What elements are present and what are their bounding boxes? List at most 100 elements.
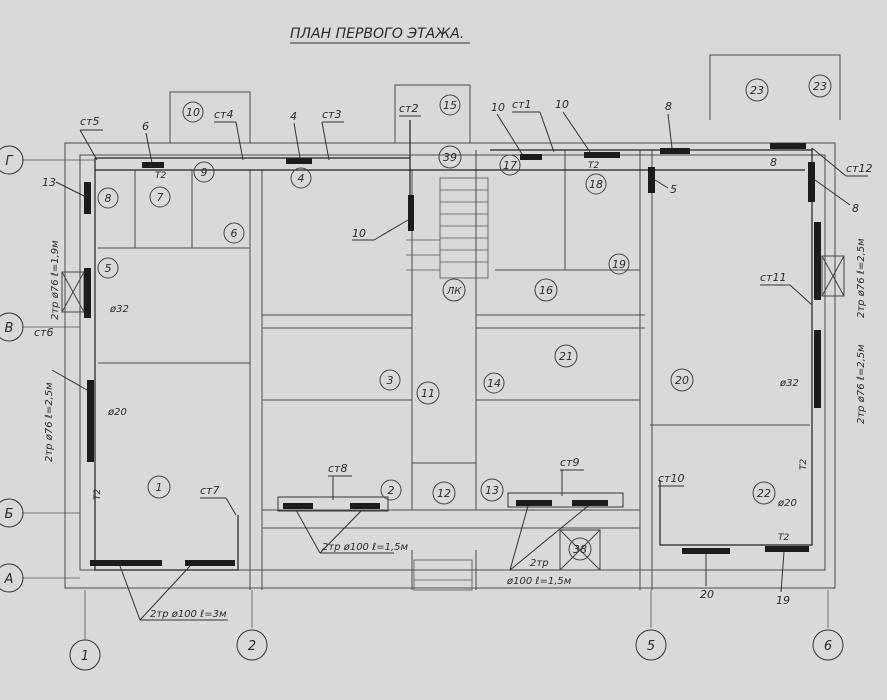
room-2: 2 bbox=[380, 479, 402, 501]
sections-10-stair: 10 bbox=[352, 227, 366, 240]
svg-text:15: 15 bbox=[443, 99, 457, 112]
sections-19: 19 bbox=[776, 594, 790, 607]
room-8: 8 bbox=[97, 187, 119, 209]
spec-room2: 2тр ø100 ℓ=1,5м bbox=[322, 542, 409, 553]
spec-room1: 2тр ø100 ℓ=3м bbox=[150, 609, 227, 620]
room-3: 3 bbox=[379, 369, 401, 391]
room-14: 14 bbox=[483, 372, 505, 394]
room-markers: 10 15 23 23 39 17 18 7 8 9 4 6 5 19 ЛК 1… bbox=[97, 74, 832, 561]
radiator-5 bbox=[648, 167, 655, 193]
room-13: 13 bbox=[480, 478, 504, 502]
riser-st7: ст7 bbox=[200, 484, 219, 497]
room-4: 4 bbox=[290, 167, 312, 189]
sections-6: 6 bbox=[142, 120, 149, 133]
vent-shafts bbox=[61, 255, 845, 571]
axis-label-1: 1 bbox=[81, 649, 89, 664]
staircase bbox=[406, 177, 489, 591]
spec-left-lower: 2тр ø76 ℓ=2,5м bbox=[44, 382, 55, 462]
radiator-right-low bbox=[814, 330, 821, 408]
axis-label-5: 5 bbox=[647, 639, 655, 654]
pipe-spec-labels: 2тр ø76 ℓ=1,9м 2тр ø76 ℓ=2,5м 2тр ø76 ℓ=… bbox=[44, 238, 867, 621]
radiator-8c bbox=[808, 162, 815, 202]
dia-right-20: ø20 bbox=[777, 498, 797, 509]
room-18: 18 bbox=[585, 173, 607, 195]
radiator-room13a bbox=[516, 500, 552, 506]
radiator-10b bbox=[584, 152, 620, 158]
axis-label-6: 6 bbox=[824, 639, 832, 654]
radiator-8b bbox=[770, 143, 806, 149]
sections-10b: 10 bbox=[555, 98, 569, 111]
room-20: 20 bbox=[670, 368, 694, 392]
room-lk: ЛК bbox=[442, 278, 466, 302]
svg-text:14: 14 bbox=[487, 377, 501, 390]
svg-text:6: 6 bbox=[231, 227, 238, 240]
room-19: 19 bbox=[608, 253, 630, 275]
spec-room13-a: 2тр bbox=[530, 558, 549, 569]
t2-left: Т2 bbox=[93, 489, 103, 500]
dia-right-32: ø32 bbox=[779, 378, 799, 389]
dia-left-20: ø20 bbox=[107, 407, 127, 418]
svg-text:11: 11 bbox=[421, 387, 435, 400]
radiator-room2b bbox=[350, 503, 380, 509]
spec-right-lower: 2тр ø76 ℓ=2,5м bbox=[856, 344, 867, 424]
svg-text:20: 20 bbox=[675, 374, 689, 387]
svg-text:8: 8 bbox=[105, 192, 112, 205]
radiators bbox=[84, 143, 821, 566]
riser-st1: ст1 bbox=[512, 98, 531, 111]
plan-title: ПЛАН ПЕРВОГО ЭТАЖА. bbox=[290, 26, 464, 42]
room-22: 22 bbox=[752, 481, 776, 505]
spec-right-upper: 2тр ø76 ℓ=2,5м bbox=[856, 238, 867, 318]
room-16: 16 bbox=[534, 278, 558, 302]
axis-bubble-6 bbox=[812, 629, 844, 661]
room-38: 38 bbox=[568, 537, 592, 561]
dia-left-32: ø32 bbox=[109, 304, 129, 315]
room-9: 9 bbox=[193, 161, 215, 183]
radiator-left-mid bbox=[84, 268, 91, 318]
riser-st9: ст9 bbox=[560, 456, 579, 469]
room-1: 1 bbox=[147, 475, 171, 499]
svg-text:3: 3 bbox=[387, 374, 394, 387]
t2-top-right: Т2 bbox=[588, 161, 599, 171]
axis-label-a: А bbox=[4, 572, 14, 587]
sections-8c: 8 bbox=[852, 202, 859, 215]
svg-text:ЛК: ЛК bbox=[446, 286, 463, 297]
axis-label-2: 2 bbox=[248, 639, 256, 654]
room-17: 17 bbox=[499, 154, 521, 176]
radiator-20 bbox=[682, 548, 730, 554]
room-15: 15 bbox=[439, 94, 461, 116]
radiator-19 bbox=[765, 546, 809, 552]
axis-bubble-b bbox=[0, 498, 24, 528]
riser-st4: ст4 bbox=[214, 108, 233, 121]
riser-st6: ст6 bbox=[34, 326, 53, 339]
svg-text:13: 13 bbox=[485, 484, 499, 497]
axis-bubble-2 bbox=[236, 629, 268, 661]
riser-labels: ст5 ст4 ст3 ст2 ст1 ст12 ст11 ст6 ст7 ст… bbox=[34, 98, 872, 516]
svg-text:23: 23 bbox=[750, 84, 764, 97]
room-5: 5 bbox=[97, 257, 119, 279]
t2-right: Т2 bbox=[799, 459, 809, 470]
radiator-10-stair bbox=[408, 195, 414, 231]
svg-text:12: 12 bbox=[437, 487, 451, 500]
room-23b: 23 bbox=[808, 74, 832, 98]
t2-bottom-right: Т2 bbox=[778, 533, 789, 543]
svg-text:7: 7 bbox=[157, 191, 164, 204]
sections-10a: 10 bbox=[491, 101, 505, 114]
room-7: 7 bbox=[149, 186, 171, 208]
radiator-8a bbox=[660, 148, 690, 154]
sections-8a: 8 bbox=[665, 100, 672, 113]
room-21: 21 bbox=[554, 344, 578, 368]
radiator-left-low bbox=[87, 380, 94, 462]
svg-text:18: 18 bbox=[589, 178, 603, 191]
grid-axis-lines bbox=[22, 159, 829, 640]
radiator-room2a bbox=[283, 503, 313, 509]
svg-text:2: 2 bbox=[388, 484, 395, 497]
riser-st5: ст5 bbox=[80, 115, 99, 128]
axis-label-v: В bbox=[5, 321, 14, 336]
t2-top-left: Т2 bbox=[155, 171, 166, 181]
room-11: 11 bbox=[416, 381, 440, 405]
axis-label-b: Б bbox=[5, 507, 14, 522]
pipe-t2-labels: Т2 Т2 Т2 Т2 Т2 bbox=[93, 161, 809, 543]
radiator-bottom-1a bbox=[90, 560, 162, 566]
